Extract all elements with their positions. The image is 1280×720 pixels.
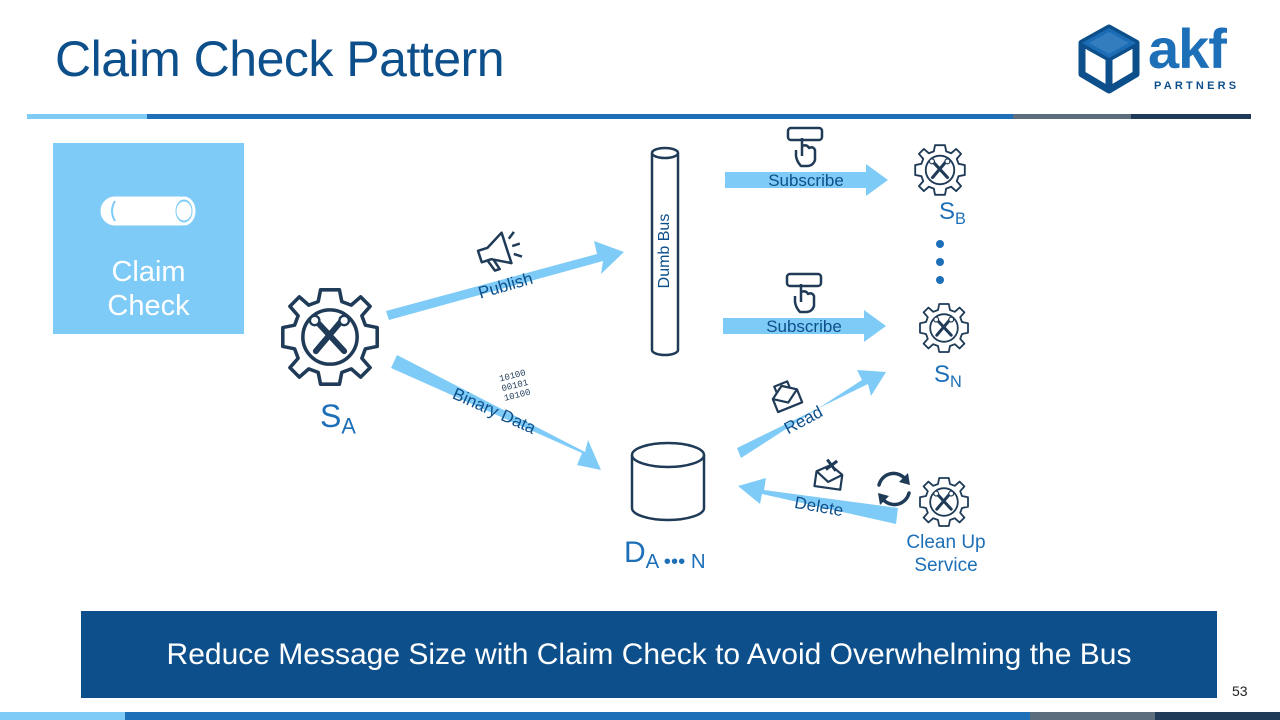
footer-bar-light bbox=[0, 712, 125, 720]
publish-label: Publish bbox=[476, 269, 535, 303]
ellipsis-dot bbox=[936, 276, 944, 284]
header-rule-dark bbox=[1131, 114, 1251, 119]
ellipsis-dot bbox=[936, 240, 944, 248]
subscribe-b-label: Subscribe bbox=[768, 171, 844, 190]
summary-banner: Reduce Message Size with Claim Check to … bbox=[81, 611, 1217, 698]
delete-arrow bbox=[738, 478, 898, 524]
service-b-label: SB bbox=[939, 198, 966, 228]
subscribe-n-label: Subscribe bbox=[766, 317, 842, 336]
datastore-cylinder bbox=[630, 441, 706, 522]
footer-bar-gray bbox=[1030, 712, 1155, 720]
akf-logo: akf PARTNERS bbox=[1074, 17, 1254, 102]
slide-title: Claim Check Pattern bbox=[55, 31, 505, 87]
footer-bar-dark bbox=[1155, 712, 1280, 720]
service-n-gear-icon bbox=[918, 302, 970, 354]
service-a-label: SA bbox=[320, 398, 356, 439]
footer-bar-main bbox=[125, 712, 1030, 720]
header-rule-main bbox=[147, 114, 1013, 119]
refresh-icon bbox=[877, 471, 911, 507]
envelope-delete-icon bbox=[813, 458, 844, 491]
datastore-label: DA ••• N bbox=[624, 536, 706, 574]
claim-check-label: Claim Check bbox=[53, 255, 244, 323]
cleanup-gear-icon bbox=[918, 476, 970, 528]
megaphone-icon bbox=[476, 231, 523, 272]
dumb-bus-label: Dumb Bus bbox=[656, 214, 673, 289]
tap-icon bbox=[785, 272, 823, 314]
service-a-gear-icon bbox=[283, 290, 377, 384]
tap-icon bbox=[786, 126, 824, 168]
cube-logo-icon bbox=[1078, 24, 1140, 94]
cleanup-service-label: Clean Up Service bbox=[906, 532, 986, 576]
logo-subtitle: PARTNERS bbox=[1154, 80, 1240, 92]
service-n-label: SN bbox=[934, 361, 962, 391]
logo-wordmark: akf bbox=[1148, 17, 1227, 80]
subscribe-n-arrow bbox=[723, 310, 886, 342]
header-rule-gray bbox=[1013, 114, 1131, 119]
ticket-scroll-icon bbox=[100, 196, 196, 226]
claim-check-line2: Check bbox=[107, 290, 190, 322]
claim-check-line1: Claim bbox=[111, 256, 186, 288]
binary-data-arrow bbox=[391, 355, 601, 470]
read-arrow bbox=[737, 370, 886, 458]
ellipsis-dot bbox=[936, 258, 944, 266]
envelope-open-icon bbox=[771, 380, 804, 414]
delete-label: Delete bbox=[793, 493, 845, 520]
binary-data-icon: 10100 00101 10100 bbox=[498, 368, 531, 404]
page-number: 53 bbox=[1232, 683, 1248, 699]
subscribe-b-arrow bbox=[725, 164, 888, 196]
service-b-gear-icon bbox=[913, 143, 967, 197]
publish-arrow bbox=[386, 241, 624, 320]
dumb-bus: Dumb Bus bbox=[650, 146, 680, 357]
header-rule-light bbox=[27, 114, 147, 119]
claim-check-box: Claim Check bbox=[53, 143, 244, 334]
